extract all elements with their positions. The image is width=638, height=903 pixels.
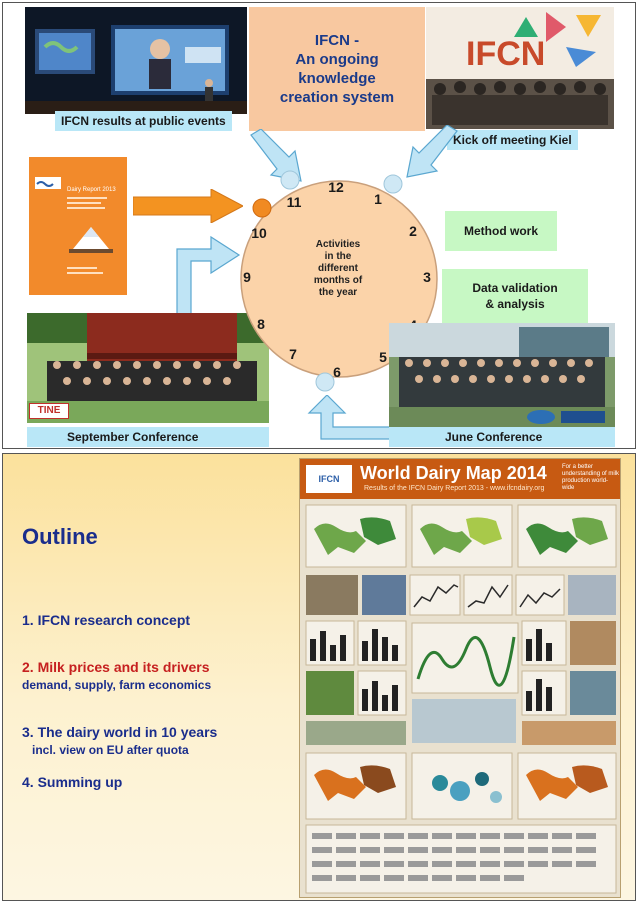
presentation-stage-image: [25, 7, 247, 114]
june-conference-photo: [389, 323, 615, 427]
data-validation-line2: & analysis: [485, 297, 545, 311]
group-banner-image: IFCN: [426, 7, 614, 129]
label-september: September Conference: [27, 427, 269, 447]
poster-logo: IFCN: [306, 465, 352, 493]
month-9: 9: [243, 269, 251, 285]
poster-tagline: For a better understanding of milk produ…: [562, 464, 620, 491]
center-box-line4: creation system: [279, 89, 395, 106]
knowledge-system-box: IFCN - An ongoing knowledge creation sys…: [249, 7, 425, 131]
label-kickoff: Kick off meeting Kiel: [447, 130, 578, 150]
month-2: 2: [409, 223, 417, 239]
clock-line5: the year: [318, 287, 358, 298]
banner-ifcn-text: IFCN: [466, 35, 545, 73]
month-12: 12: [328, 179, 344, 195]
month-marker-11: [280, 170, 300, 190]
label-june: June Conference: [389, 427, 615, 447]
outline-item-1: 1. IFCN research concept: [22, 612, 191, 628]
center-box-line2: An ongoing: [295, 51, 379, 68]
tine-logo: TINE: [29, 403, 69, 419]
clock-line4: months of: [313, 275, 363, 286]
outline-item-4: 4. Summing up: [22, 774, 123, 790]
month-8: 8: [257, 316, 265, 332]
month-7: 7: [289, 346, 297, 362]
month-5: 5: [379, 349, 387, 365]
slide-outline: Outline 1. IFCN research concept 2. Milk…: [2, 453, 636, 901]
outline-item-3-sub: incl. view on EU after quota: [32, 743, 189, 757]
public-events-photo: [25, 7, 247, 114]
month-3: 3: [423, 269, 431, 285]
clock-line3: different: [318, 263, 358, 274]
clock-center-text: Activities in the different months of th…: [302, 239, 374, 299]
label-public-events: IFCN results at public events: [55, 111, 232, 131]
blue-arrow-left: [176, 235, 241, 318]
poster-subtitle: Results of the IFCN Dairy Report 2013 - …: [364, 485, 545, 492]
month-6: 6: [333, 364, 341, 380]
activity-clock: [240, 180, 438, 378]
slide-knowledge-system: IFCN results at public events IFCN - An …: [2, 2, 636, 449]
world-dairy-map-poster: IFCN World Dairy Map 2014 Results of the…: [299, 458, 621, 898]
month-11: 11: [286, 194, 302, 210]
month-1: 1: [374, 191, 382, 207]
tine-logo-text: TINE: [37, 405, 61, 416]
method-work-label: Method work: [464, 224, 538, 238]
outline-item-2-sub: demand, supply, farm economics: [22, 678, 212, 692]
month-marker-6: [315, 372, 335, 392]
poster-maps-top-row: [305, 504, 617, 568]
blue-arrow-top-left: [250, 129, 302, 182]
september-conference-photo: TINE: [27, 313, 269, 423]
outline-item-3: 3. The dairy world in 10 years: [22, 724, 218, 740]
clock-line1: Activities: [315, 239, 361, 250]
report-title-text: Dairy Report 2013: [67, 187, 116, 193]
data-validation-box: Data validation & analysis: [442, 269, 588, 323]
month-marker-1: [383, 174, 403, 194]
outline-item-2: 2. Milk prices and its drivers: [22, 659, 210, 675]
method-work-box: Method work: [445, 211, 557, 251]
kickoff-meeting-photo: IFCN: [426, 7, 614, 129]
report-cover-image: Dairy Report 2013: [29, 157, 127, 295]
center-box-line1: IFCN -: [314, 32, 360, 49]
poster-title: World Dairy Map 2014: [360, 463, 547, 483]
month-10: 10: [251, 225, 267, 241]
blue-arrow-bottom: [307, 395, 398, 440]
center-box-line3: knowledge: [298, 70, 376, 87]
outline-title: Outline: [22, 524, 98, 549]
poster-header: [300, 459, 620, 499]
data-validation-line1: Data validation: [472, 281, 558, 295]
dairy-report-cover: Dairy Report 2013: [29, 157, 127, 295]
orange-arrow: [133, 189, 243, 223]
blue-arrow-top-right: [406, 125, 458, 178]
poster-content-graphics: [305, 504, 617, 894]
june-group-image: [389, 323, 615, 427]
current-month-marker: [252, 198, 272, 218]
clock-line2: in the: [324, 251, 352, 262]
